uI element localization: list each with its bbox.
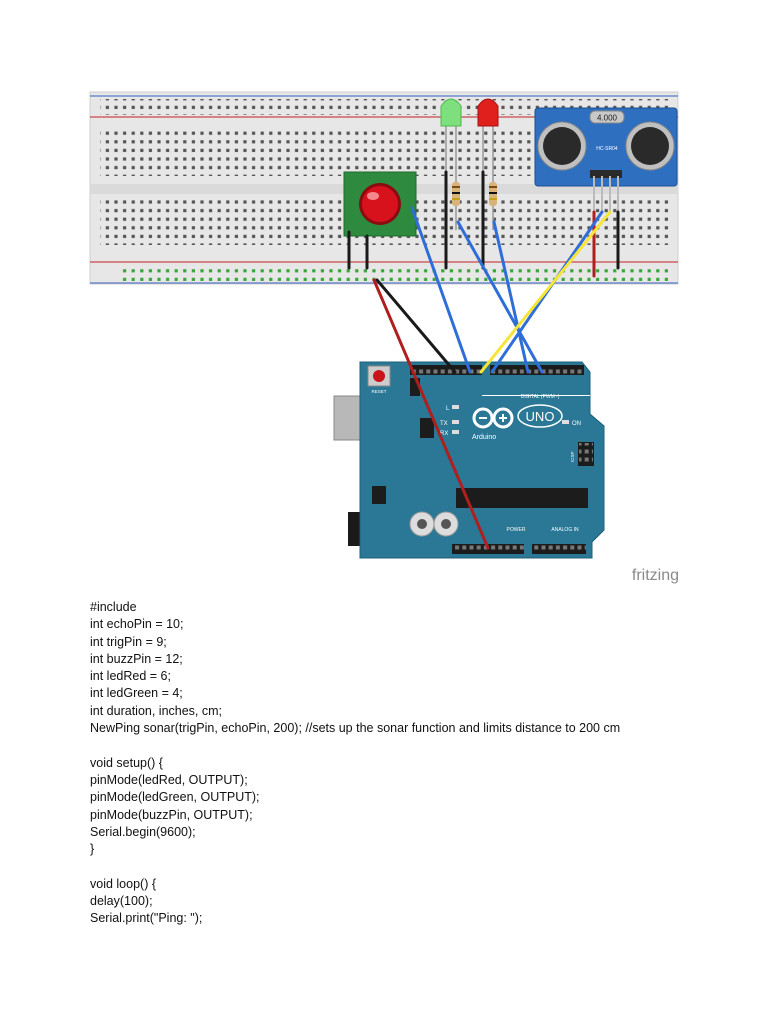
icsp-label: ICSP (570, 451, 575, 462)
sensor-crystal (589, 110, 625, 124)
led-red-lens (477, 98, 499, 127)
fritzing-watermark: fritzing (632, 567, 679, 584)
reset-label: RESET (371, 389, 386, 394)
logo-text: UNO (526, 409, 555, 424)
wires (347, 170, 620, 550)
led-green (440, 98, 462, 176)
voltage-regulator (372, 486, 386, 504)
code-line: int echoPin = 10; (90, 617, 184, 632)
power-label: POWER (507, 527, 526, 533)
code-line: delay(100); (90, 894, 153, 909)
bottom-rail-holes (118, 264, 668, 281)
code-line: Serial.print("Ping: "); (90, 911, 203, 926)
rx-label: RX (440, 431, 448, 437)
wire-blue-led-red (492, 220, 530, 374)
code-line: Serial.begin(9600); (90, 824, 196, 839)
code-line: int duration, inches, cm; (90, 703, 223, 718)
microcontroller-chip (456, 488, 588, 508)
code-line: } (90, 842, 95, 857)
code-line: pinMode(ledGreen, OUTPUT); (90, 790, 260, 805)
code-line (90, 737, 730, 754)
chip-small (420, 418, 434, 438)
arduino-logo: Arduino UNO (472, 404, 563, 441)
code-line: int trigPin = 9; (90, 634, 167, 649)
l-label: L (446, 406, 450, 412)
circuit-diagram: 4.000 HC-SR04 RESET DIGITAL (PWM~) L TX … (89, 91, 679, 584)
sensor-model-text: HC-SR04 (596, 146, 618, 152)
wire-yellow-sensor-echo (479, 210, 612, 374)
ultrasonic-sensor: 4.000 HC-SR04 (534, 107, 678, 212)
sensor-crystal-text: 4.000 (597, 114, 618, 123)
code-line: int ledGreen = 4; (90, 686, 183, 701)
code-line: #include (90, 600, 137, 614)
push-button-cap (362, 186, 398, 222)
code-line: pinMode(buzzPin, OUTPUT); (90, 807, 253, 822)
icsp-top-pads (410, 378, 420, 396)
on-label: ON (572, 421, 581, 427)
code-line: pinMode(ledRed, OUTPUT); (90, 772, 248, 787)
push-button-highlight (367, 192, 379, 200)
analog-label: ANALOG IN (551, 527, 579, 533)
wire-blue-led-green (456, 220, 544, 374)
header-label: DIGITAL (PWM~) (521, 394, 560, 400)
code-listing: #include int echoPin = 10; int trigPin =… (90, 599, 730, 928)
wire-red-to-arduino (372, 278, 490, 550)
wire-blue-button (410, 206, 472, 374)
code-line (90, 858, 730, 875)
push-button (343, 171, 417, 237)
top-rail-holes (100, 99, 672, 115)
wire-black-to-arduino (375, 278, 457, 374)
arduino-board (359, 361, 605, 559)
code-line: void setup() { (90, 755, 163, 770)
code-line: int buzzPin = 12; (90, 651, 183, 666)
code-line: NewPing sonar(trigPin, echoPin, 200); //… (90, 721, 621, 736)
resistor-1 (452, 176, 460, 230)
led-red (477, 98, 499, 176)
arduino-uno: RESET DIGITAL (PWM~) L TX RX ON Arduino … (333, 361, 605, 559)
brand-text: Arduino (472, 434, 496, 441)
code-line: void loop() { (90, 876, 157, 891)
tx-label: TX (440, 421, 448, 427)
led-green-lens (440, 98, 462, 127)
code-line: int ledRed = 6; (90, 669, 171, 684)
